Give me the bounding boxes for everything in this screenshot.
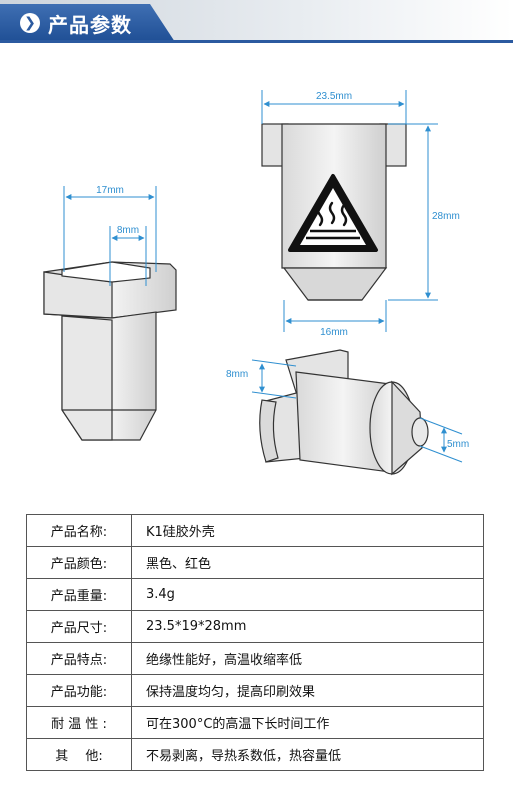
spec-value: 黑色、红色	[131, 546, 484, 579]
table-row: 其 他: 不易剥离，导热系数低，热容量低	[26, 738, 484, 771]
front-width-label: 17mm	[96, 185, 124, 196]
table-row: 耐 温 性 : 可在300°C的高温下长时间工作	[26, 706, 484, 739]
top-dimension-lines	[261, 90, 438, 332]
spec-table: 产品名称: K1硅胶外壳 产品颜色: 黑色、红色 产品重量: 3.4g 产品尺寸…	[26, 514, 484, 771]
side-tab-label: 8mm	[226, 369, 248, 380]
spec-value: 可在300°C的高温下长时间工作	[131, 706, 484, 739]
spec-label: 其 他:	[26, 738, 132, 771]
table-row: 产品特点: 绝缘性能好，高温收缩率低	[26, 642, 484, 675]
nozzle-hole-label: 5mm	[447, 439, 469, 450]
spec-label: 产品名称:	[26, 514, 132, 547]
side-dimension-lines	[251, 359, 463, 463]
table-row: 产品功能: 保持温度均匀，提高印刷效果	[26, 674, 484, 707]
spec-label: 耐 温 性 :	[26, 706, 132, 739]
top-width-label: 23.5mm	[316, 91, 352, 102]
spec-value: 绝缘性能好，高温收缩率低	[131, 642, 484, 675]
spec-value: 不易剥离，导热系数低，热容量低	[131, 738, 484, 771]
header-underline	[0, 40, 513, 43]
table-row: 产品重量: 3.4g	[26, 578, 484, 611]
page-title: 产品参数	[48, 13, 132, 37]
spec-label: 产品重量:	[26, 578, 132, 611]
spec-value: 23.5*19*28mm	[131, 610, 484, 643]
table-row: 产品尺寸: 23.5*19*28mm	[26, 610, 484, 643]
side-view	[259, 349, 429, 476]
chevron-right-icon: ❯	[20, 13, 40, 33]
height-label: 28mm	[432, 211, 460, 222]
spec-value: K1硅胶外壳	[131, 514, 484, 547]
product-diagrams: 17mm 8mm 23.5mm 28mm 16mm	[43, 90, 469, 476]
spec-label: 产品颜色:	[26, 546, 132, 579]
table-row: 产品名称: K1硅胶外壳	[26, 514, 484, 547]
table-row: 产品颜色: 黑色、红色	[26, 546, 484, 579]
bottom-width-label: 16mm	[320, 327, 348, 338]
front-view	[43, 261, 177, 441]
spec-value: 保持温度均匀，提高印刷效果	[131, 674, 484, 707]
spec-label: 产品尺寸:	[26, 610, 132, 643]
spec-label: 产品功能:	[26, 674, 132, 707]
spec-label: 产品特点:	[26, 642, 132, 675]
header-banner: ❯ 产品参数	[0, 0, 513, 43]
front-hole-label: 8mm	[117, 225, 139, 236]
hot-surface-warning-icon	[288, 174, 378, 252]
spec-value: 3.4g	[131, 578, 484, 611]
front-dimension-lines	[63, 186, 157, 286]
